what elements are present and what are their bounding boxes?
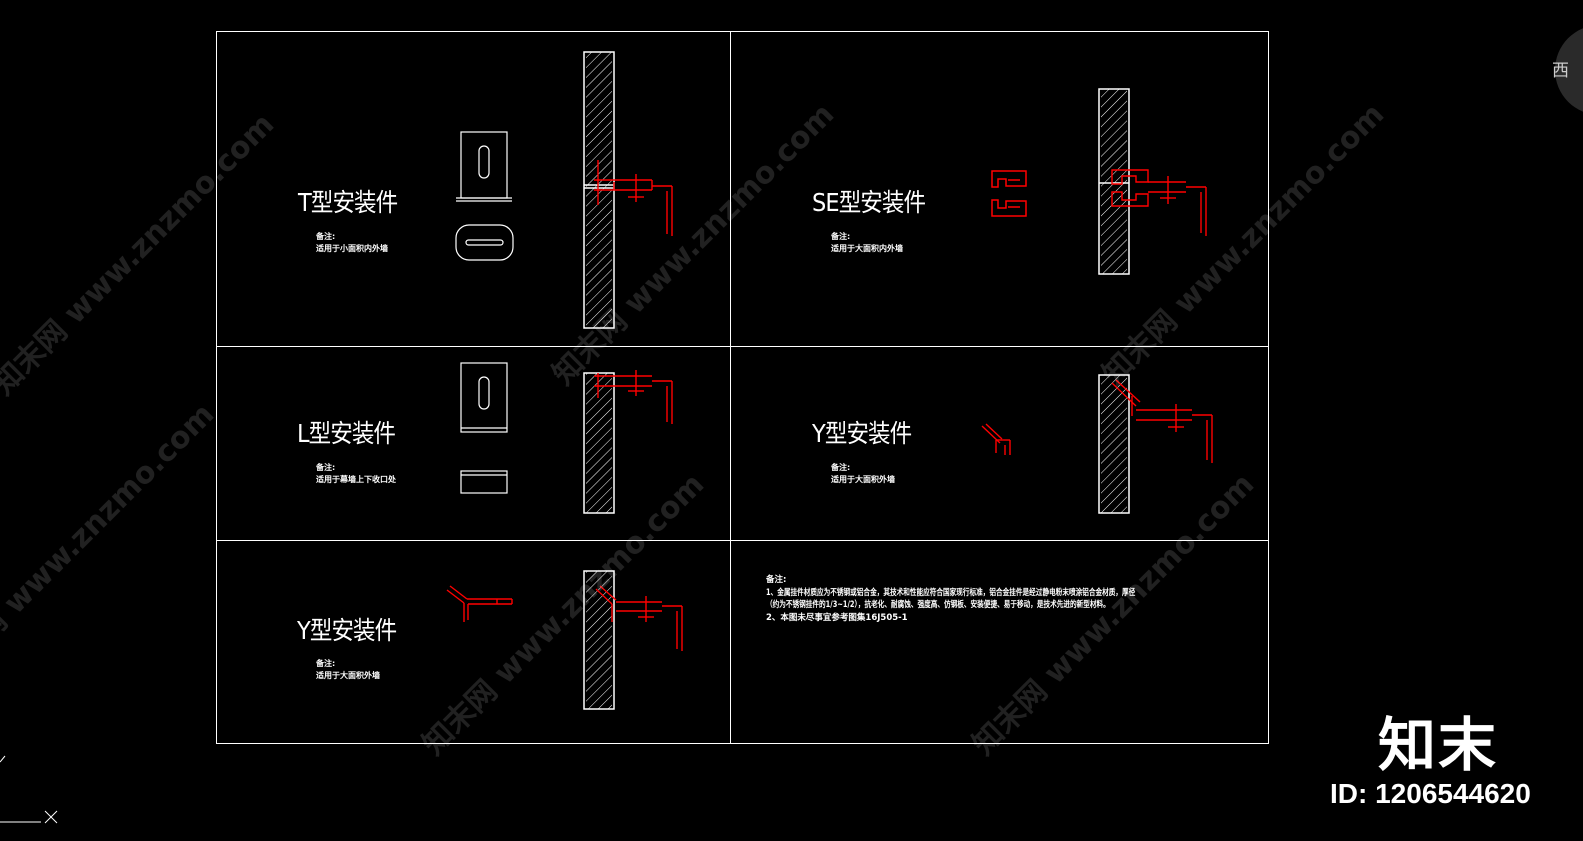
y-type-bracket-red-right [1111,379,1213,463]
panel-title: SE型安装件 [812,188,926,217]
y-type-wall-section-left [583,570,615,710]
general-notes-line: 1、金属挂件材质应为不锈钢或铝合金，其技术和性能应符合国家现行标准，铝合金挂件是… [766,588,1136,598]
ucs-axis-icon [0,755,58,824]
panel-note-label: 备注: [316,463,336,472]
se-type-wall-section [1098,88,1130,275]
panel-note-text: 适用于大面积外墙 [316,671,380,680]
panel-title: Y型安装件 [297,616,397,645]
se-type-part-profile [991,170,1027,217]
panel-note-text: 适用于大面积外墙 [831,475,895,484]
y-type-part-profile-left [446,585,513,622]
general-notes-line: （约为不锈钢挂件的1/3~1/2），抗老化、耐腐蚀、强度高、仿钢板、安装便捷、易… [766,600,1110,610]
y-type-bracket-red-left [595,585,683,651]
panel-note-text: 适用于小面积内外墙 [316,244,388,253]
panel-title: L型安装件 [297,419,396,448]
y-type-wall-section-right [1098,374,1130,514]
panel-title: Y型安装件 [812,419,912,448]
brand-logo: 知末 [1378,711,1499,779]
t-type-bracket-red [594,160,673,236]
drawing-frame [216,31,1269,744]
viewcube-label: 西 [1552,61,1569,81]
l-type-wall-section [583,372,615,514]
l-type-bracket-red [594,370,673,424]
y-type-part-profile-right [981,423,1011,455]
t-type-part-front-view [456,131,512,202]
panel-note-label: 备注: [831,232,851,241]
se-type-bracket-red [1111,169,1207,236]
t-type-part-top-view [455,224,514,261]
panel-note-text: 适用于大面积内外墙 [831,244,903,253]
general-notes-line: 2、本图未尽事宜参考图集16J505-1 [766,613,908,623]
l-type-part-front-view [460,362,508,433]
general-notes-label: 备注: [766,575,787,585]
asset-id: ID: 1206544620 [1330,778,1531,809]
l-type-part-top-view [460,470,508,494]
panel-note-text: 适用于幕墙上下收口处 [316,475,396,484]
panel-title: T型安装件 [298,188,398,217]
panel-note-label: 备注: [316,232,336,241]
panel-note-label: 备注: [316,659,336,668]
panel-note-label: 备注: [831,463,851,472]
